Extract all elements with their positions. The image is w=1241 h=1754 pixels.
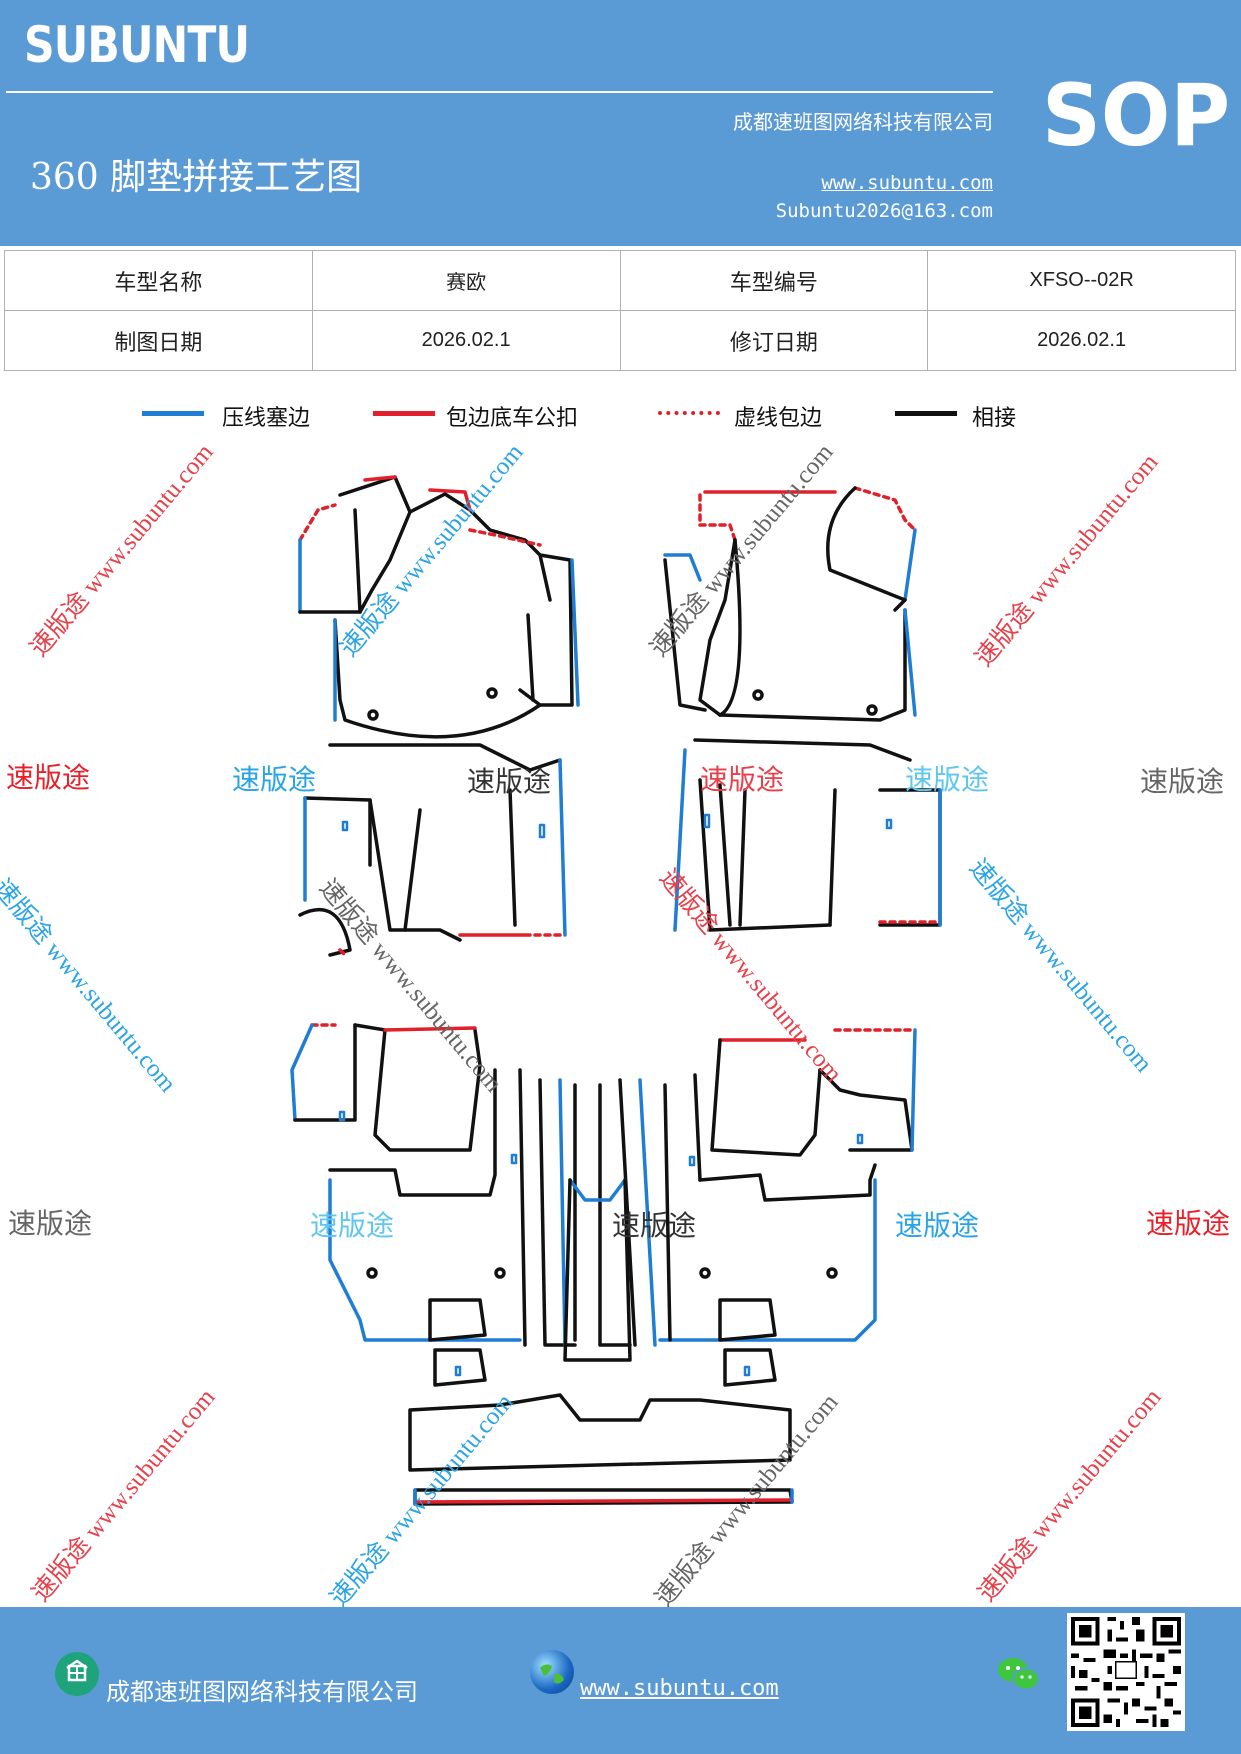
rear-left-mat [298, 743, 567, 957]
sop-badge: SOP [1042, 66, 1231, 166]
header-banner: SUBUNTU 成都速班图网络科技有限公司 360 脚垫拼接工艺图 www.su… [0, 0, 1241, 246]
watermark: 速版途 [612, 1209, 697, 1242]
rear-right-mat [673, 738, 942, 932]
watermark: 速版途 [895, 1209, 980, 1242]
brand-logo: SUBUNTU [24, 16, 250, 74]
legend-label-dashed: 虚线包边 [734, 406, 823, 431]
footer-company: 成都速班图网络科技有限公司 [106, 1678, 418, 1706]
legend-swatch-press [142, 411, 204, 416]
model-code-label: 车型编号 [619, 250, 929, 311]
revise-date-value: 2026.02.1 [927, 310, 1236, 371]
header-divider [6, 91, 993, 93]
legend: 压线塞边 包边底车公扣 虚线包边 相接 [0, 396, 1241, 436]
watermark: 速版途 [310, 1209, 395, 1242]
front-right-mat [663, 486, 917, 722]
third-row-right-mat [563, 1028, 917, 1387]
watermark: 速版途 [1146, 1207, 1231, 1240]
watermark: 速版途 [467, 765, 552, 798]
header-email: Subuntu2026@163.com [775, 200, 993, 222]
legend-swatch-joint [895, 411, 957, 416]
legend-label-joint: 相接 [972, 406, 1017, 431]
watermark: 速版途 [905, 763, 990, 796]
model-code-value: XFSO--02R [927, 250, 1236, 311]
legend-swatch-dashed [658, 411, 720, 415]
company-icon [55, 1652, 99, 1696]
globe-icon [530, 1650, 574, 1694]
header-website-link[interactable]: www.subuntu.com [821, 172, 993, 194]
qr-code-image [1067, 1613, 1185, 1731]
page-title: 360 脚垫拼接工艺图 [30, 157, 363, 198]
watermark: 速版途 [232, 763, 317, 796]
footer-website-link[interactable]: www.subuntu.com [580, 1676, 779, 1701]
wechat-icon[interactable] [996, 1655, 1042, 1695]
floor-mat-pattern-drawing [290, 475, 942, 1506]
third-row-left-mat [290, 1023, 577, 1387]
trunk-mat [408, 1393, 794, 1506]
revise-date-label: 修订日期 [619, 310, 929, 371]
model-name-label: 车型名称 [4, 250, 313, 311]
vehicle-info-table: 车型名称 赛欧 车型编号 XFSO--02R 制图日期 2026.02.1 修订… [4, 250, 1236, 371]
table-row: 制图日期 2026.02.1 修订日期 2026.02.1 [4, 310, 1236, 371]
header-company: 成都速班图网络科技有限公司 [733, 110, 993, 134]
draw-date-value: 2026.02.1 [311, 310, 621, 371]
front-left-mat [298, 475, 580, 739]
legend-swatch-wrap [373, 411, 435, 416]
draw-date-label: 制图日期 [4, 310, 313, 371]
legend-label-press: 压线塞边 [222, 406, 311, 431]
legend-label-wrap: 包边底车公扣 [446, 406, 579, 431]
watermark: 速版途 [700, 763, 785, 796]
table-row: 车型名称 赛欧 车型编号 XFSO--02R [4, 250, 1236, 311]
model-name-value: 赛欧 [311, 250, 621, 311]
watermark: 速版途 [8, 1207, 93, 1240]
watermark: 速版途 [6, 761, 91, 794]
watermark: 速版途 [1140, 765, 1225, 798]
